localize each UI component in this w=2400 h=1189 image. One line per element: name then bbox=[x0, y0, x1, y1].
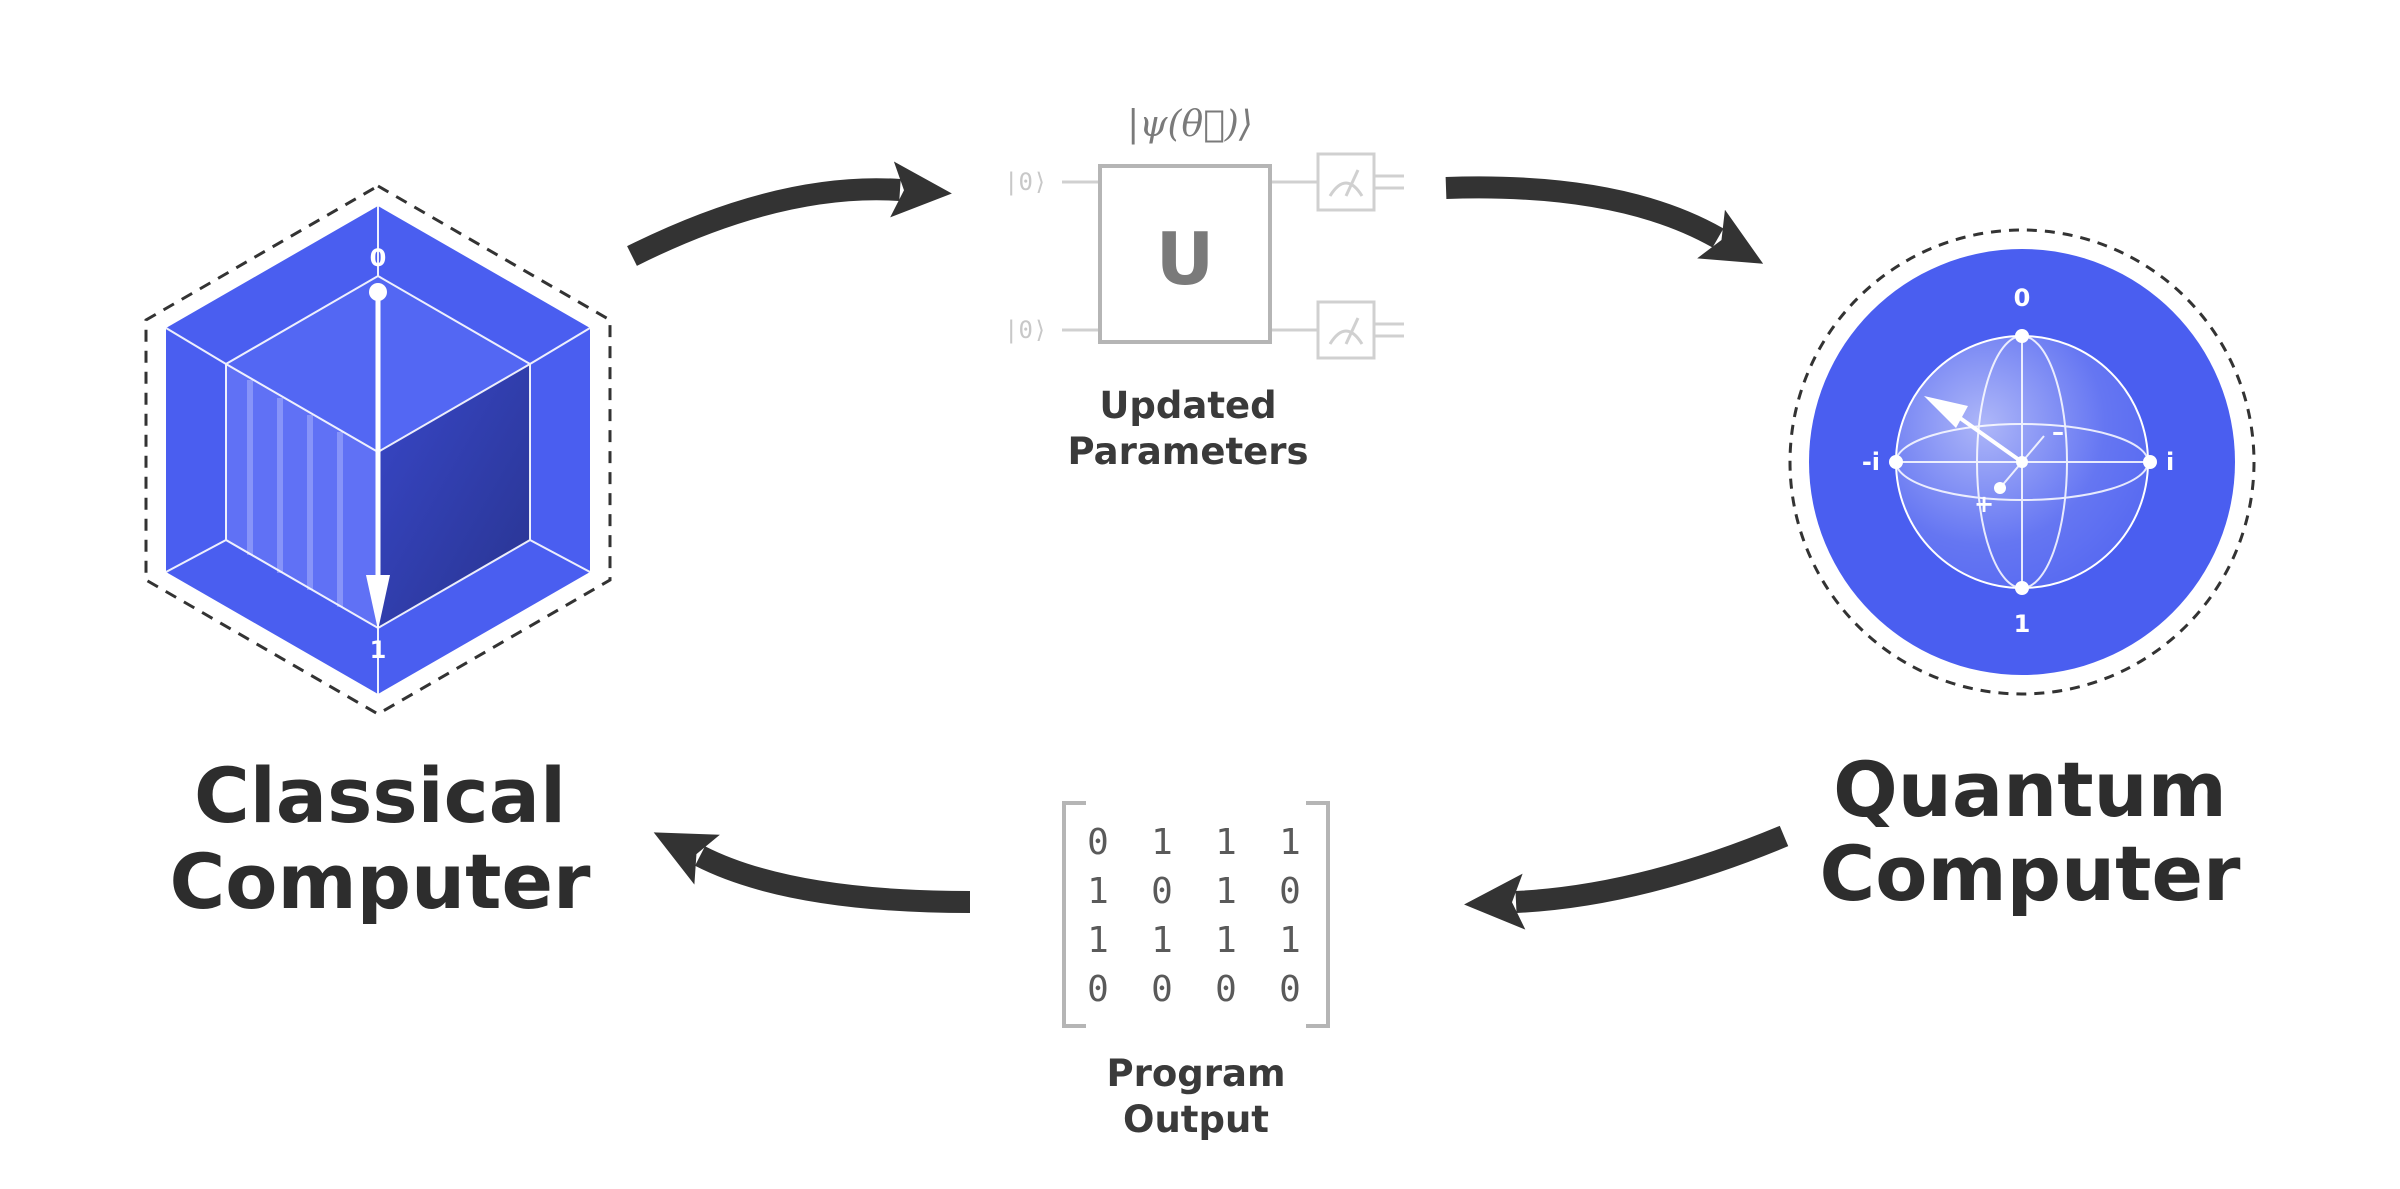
bloch-point-plus bbox=[1994, 482, 2006, 494]
circuit-state-label: |ψ(θ⃗)⟩ bbox=[1127, 104, 1253, 145]
circuit-caption-line1: Updated bbox=[1099, 384, 1276, 427]
classical-subtitle: Computer bbox=[169, 837, 591, 926]
matrix-bracket-left bbox=[1062, 801, 1086, 1028]
circuit-gate-box bbox=[1098, 164, 1272, 344]
classical-title: Classical bbox=[194, 751, 566, 840]
arrow-classical-to-circuit bbox=[627, 161, 952, 266]
matrix-cell: 1 bbox=[1279, 822, 1301, 863]
matrix-cell: 0 bbox=[1087, 969, 1109, 1010]
matrix-cell: 1 bbox=[1215, 920, 1237, 961]
cube-edges bbox=[165, 206, 591, 694]
output-caption-line1: Program bbox=[1106, 1052, 1285, 1095]
matrix-cell: 0 bbox=[1279, 871, 1301, 912]
quantum-circuit-icon: |ψ(θ⃗)⟩ |0⟩ |0⟩ U bbox=[1004, 104, 1404, 360]
matrix-cell: 0 bbox=[1151, 969, 1173, 1010]
cube-dashed-outline bbox=[144, 184, 612, 716]
arrow-output-to-classical bbox=[653, 832, 971, 913]
circuit-gate-label: U bbox=[1156, 217, 1214, 301]
quantum-subtitle: Computer bbox=[1819, 829, 2241, 918]
output-caption-line2: Output bbox=[1123, 1098, 1269, 1141]
bloch-label-minus: – bbox=[2052, 418, 2064, 446]
matrix-cell: 0 bbox=[1215, 969, 1237, 1010]
arrow-circuit-to-quantum bbox=[1445, 176, 1764, 264]
matrix-bracket-right bbox=[1306, 801, 1330, 1028]
cube-bottom-label: 1 bbox=[370, 636, 387, 664]
matrix-cell: 1 bbox=[1215, 822, 1237, 863]
cube-state-arrowhead bbox=[366, 575, 390, 630]
circuit-caption-line2: Parameters bbox=[1067, 430, 1308, 473]
output-matrix: 0 1 1 1 1 0 1 0 1 1 1 1 0 0 0 0 bbox=[1062, 801, 1330, 1028]
bloch-pole-top bbox=[2015, 329, 2029, 343]
bloch-pole-bottom bbox=[2015, 581, 2029, 595]
matrix-cells: 0 1 1 1 1 0 1 0 1 1 1 1 0 0 0 0 bbox=[1087, 822, 1301, 1010]
matrix-cell: 1 bbox=[1087, 871, 1109, 912]
cube-stripes bbox=[247, 380, 343, 607]
bloch-label-plus: + bbox=[1974, 490, 1994, 518]
bloch-label-top: 0 bbox=[2014, 284, 2031, 312]
matrix-cell: 1 bbox=[1151, 920, 1173, 961]
circuit-wires bbox=[1062, 180, 1318, 332]
quantum-computer-bloch-sphere-icon: 0 1 -i i + – bbox=[1788, 228, 2256, 696]
matrix-cell: 0 bbox=[1151, 871, 1173, 912]
circuit-input-ket-bottom: |0⟩ bbox=[1004, 316, 1047, 344]
measurement-icon-bottom bbox=[1316, 300, 1404, 360]
flow-arrows bbox=[627, 161, 1789, 930]
bloch-state-vector bbox=[1958, 416, 2024, 464]
bloch-label-bottom: 1 bbox=[2014, 610, 2031, 638]
bloch-label-left: -i bbox=[1862, 448, 1880, 476]
matrix-cell: 1 bbox=[1215, 871, 1237, 912]
matrix-cell: 1 bbox=[1151, 822, 1173, 863]
bloch-point-left bbox=[1889, 455, 1903, 469]
bloch-state-arrowhead bbox=[1924, 396, 1968, 428]
quantum-title: Quantum bbox=[1833, 745, 2227, 834]
matrix-cell: 0 bbox=[1279, 969, 1301, 1010]
circuit-input-ket-top: |0⟩ bbox=[1004, 168, 1047, 196]
bloch-label-right: i bbox=[2166, 448, 2174, 476]
matrix-cell: 0 bbox=[1087, 822, 1109, 863]
measurement-icon-top bbox=[1316, 152, 1404, 212]
bloch-dashed-outline bbox=[1788, 228, 2256, 696]
bloch-point-right bbox=[2143, 455, 2157, 469]
matrix-cell: 1 bbox=[1279, 920, 1301, 961]
arrow-quantum-to-output bbox=[1464, 825, 1789, 930]
matrix-cell: 1 bbox=[1087, 920, 1109, 961]
cube-top-label: 0 bbox=[370, 244, 387, 272]
classical-computer-cube-icon: 0 1 bbox=[144, 184, 612, 716]
